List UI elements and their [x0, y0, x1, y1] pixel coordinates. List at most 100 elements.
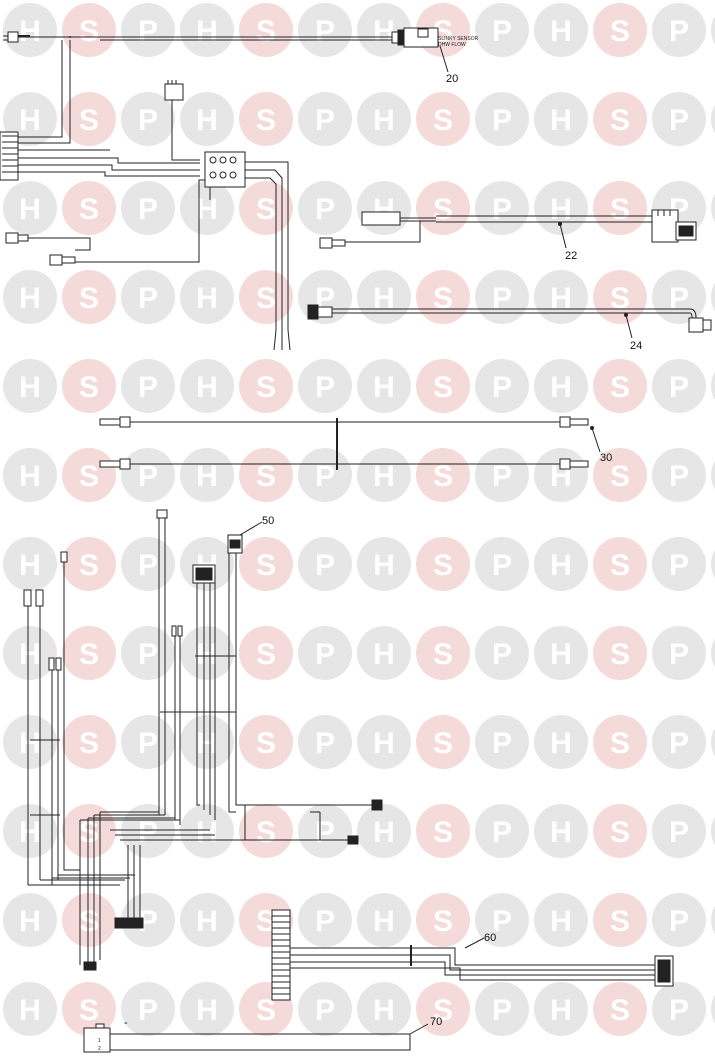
watermark-letter: P: [492, 282, 512, 315]
watermark-circle: [534, 715, 588, 769]
watermark-letter: P: [138, 371, 158, 404]
watermark-circle: [62, 92, 116, 146]
watermark-letter: H: [373, 460, 395, 493]
watermark-letter: S: [433, 727, 453, 760]
watermark-circle: [357, 537, 411, 591]
watermark-circle: [298, 359, 352, 413]
watermark-letter: P: [138, 638, 158, 671]
watermark-letter: P: [315, 549, 335, 582]
watermark-circle: [239, 626, 293, 680]
watermark-circle: [475, 626, 529, 680]
watermark-circle: [357, 982, 411, 1036]
watermark-circle: [416, 92, 470, 146]
watermark-circle: [180, 92, 234, 146]
watermark-circle: [652, 448, 706, 502]
watermark-letter: H: [373, 371, 395, 404]
watermark-letter: H: [196, 994, 218, 1027]
watermark-circle: [62, 982, 116, 1036]
watermark-circle: [3, 982, 57, 1036]
part-30-harness: [99, 416, 601, 470]
watermark-letter: H: [19, 905, 41, 938]
watermark-letter: S: [256, 638, 276, 671]
watermark-letter: P: [492, 994, 512, 1027]
watermark-letter: H: [373, 994, 395, 1027]
watermark-circle: [416, 448, 470, 502]
watermark-circle: [357, 893, 411, 947]
watermark-circle: [239, 92, 293, 146]
watermark-circle: [357, 359, 411, 413]
callout-30: 30: [600, 452, 612, 464]
watermark-letter: H: [19, 460, 41, 493]
watermark-circle: [593, 359, 647, 413]
watermark-circle: [239, 3, 293, 57]
connector-70-pin2: 2: [98, 1046, 101, 1052]
watermark-letter: S: [610, 994, 630, 1027]
part-50-harness: [23, 509, 383, 971]
watermark-circle: [62, 893, 116, 947]
watermark-letter: H: [19, 994, 41, 1027]
watermark-circle: [180, 270, 234, 324]
watermark-circle: [711, 816, 715, 846]
watermark-letter: P: [669, 282, 689, 315]
watermark-circle: [593, 804, 647, 858]
watermark-letter: H: [196, 905, 218, 938]
watermark-circle: [357, 92, 411, 146]
watermark-letter: H: [19, 549, 41, 582]
watermark-circle: [475, 92, 529, 146]
watermark-letter: H: [196, 816, 218, 849]
watermark-circle: [357, 270, 411, 324]
part-20-harness: SLINKY SENSOR DHW FLOW: [3, 27, 479, 73]
watermark-circle: [652, 982, 706, 1036]
watermark-circle: [593, 982, 647, 1036]
watermark-circle: [416, 626, 470, 680]
watermark-letter: P: [315, 727, 335, 760]
watermark-circle: [3, 626, 57, 680]
watermark-letter: S: [256, 905, 276, 938]
callout-50: 50: [262, 515, 274, 527]
watermark-letter: S: [610, 638, 630, 671]
watermark-circle: [298, 3, 352, 57]
watermark-circle: [62, 359, 116, 413]
watermark-circle: [475, 359, 529, 413]
watermark-circle: [3, 3, 57, 57]
watermark-letter: P: [138, 816, 158, 849]
connector-20-line1: SLINKY SENSOR: [438, 36, 479, 42]
watermark-letter: S: [256, 282, 276, 315]
watermark-letter: S: [256, 193, 276, 226]
part-70-connector: 1 2 -: [83, 1017, 429, 1053]
watermark-letter: H: [550, 15, 572, 48]
main-harness-top: [0, 36, 291, 351]
callout-70: 70: [430, 1016, 442, 1028]
watermark-circle: [593, 715, 647, 769]
watermark-circle: [652, 893, 706, 947]
watermark-letter: H: [19, 193, 41, 226]
watermark-circle: [593, 3, 647, 57]
watermark-circle: [534, 537, 588, 591]
watermark-circle: [298, 982, 352, 1036]
watermark-circle: [239, 359, 293, 413]
watermark-letter: P: [669, 549, 689, 582]
watermark-letter: S: [433, 994, 453, 1027]
watermark-circle: [239, 804, 293, 858]
watermark-circle: [62, 181, 116, 235]
watermark-letter: P: [315, 994, 335, 1027]
watermark-letter: H: [196, 727, 218, 760]
watermark-circle: [298, 537, 352, 591]
watermark-letter: P: [669, 104, 689, 137]
watermark-letter: H: [373, 549, 395, 582]
watermark-letter: P: [492, 193, 512, 226]
watermark-letter: S: [610, 282, 630, 315]
watermark-letter: P: [492, 104, 512, 137]
watermark-circle: [652, 92, 706, 146]
watermark-letter: H: [19, 282, 41, 315]
watermark-circle: [121, 982, 175, 1036]
watermark-letter: S: [433, 816, 453, 849]
watermark-circle: [357, 804, 411, 858]
watermark-letter: S: [256, 994, 276, 1027]
watermark-letter: H: [373, 104, 395, 137]
watermark-letter: P: [315, 905, 335, 938]
watermark-letter: P: [492, 460, 512, 493]
watermark-letter: P: [669, 727, 689, 760]
watermark-circle: [652, 3, 706, 57]
